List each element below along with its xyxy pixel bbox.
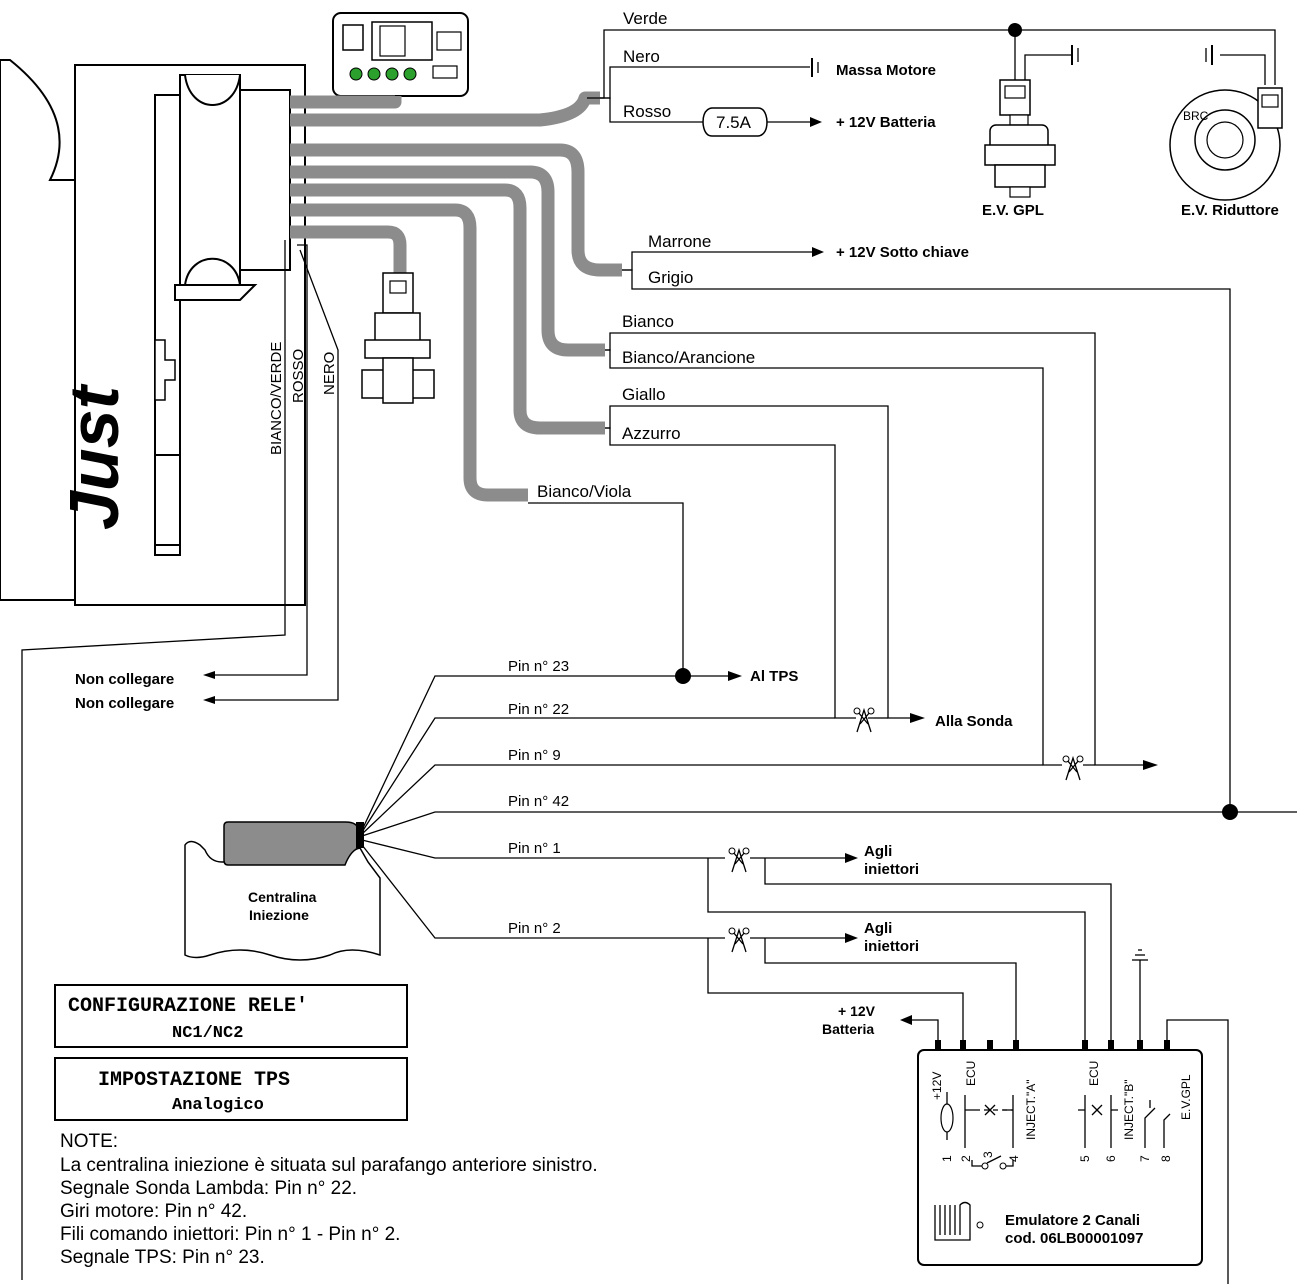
- giallo-azzurro-wires: Giallo Azzurro Alla Sonda: [605, 385, 1013, 730]
- centralina-iniezione: Centralina Iniezione: [184, 821, 381, 961]
- batteria-label: + 12V Batteria: [836, 114, 936, 131]
- scissors-icon-pin1: Agli iniettori: [707, 843, 1112, 1048]
- non-collegare-1: Non collegare: [75, 671, 174, 688]
- note-line-4: Fili comando iniettori: Pin n° 1 - Pin n…: [60, 1224, 400, 1245]
- emu-pin-3: 3: [981, 1151, 995, 1158]
- emu-term-evgpl: E.V.GPL: [1179, 1074, 1193, 1120]
- sonda-label: Alla Sonda: [935, 713, 1013, 730]
- note-line-3: Giri motore: Pin n° 42.: [60, 1201, 247, 1222]
- wire-marrone-label: Marrone: [648, 232, 711, 251]
- iniettori-2-line2: iniettori: [864, 938, 919, 955]
- sensor-connector: [361, 272, 435, 404]
- wire-giallo-label: Giallo: [622, 385, 665, 404]
- batteria-emu-line1: + 12V: [838, 1003, 876, 1019]
- non-collegare-2: Non collegare: [75, 695, 174, 712]
- wire-grigio-label: Grigio: [648, 268, 693, 287]
- config-rele-box: CONFIGURAZIONE RELE' NC1/NC2: [54, 984, 408, 1048]
- centralina-label-1: Centralina: [248, 889, 317, 905]
- note-line-1: La centralina iniezione è situata sul pa…: [60, 1155, 598, 1176]
- config-rele-value: NC1/NC2: [172, 1024, 243, 1043]
- note-line-5: Segnale TPS: Pin n° 23.: [60, 1247, 265, 1268]
- cable-bundles: [290, 91, 622, 502]
- emu-pin-7: 7: [1138, 1155, 1152, 1162]
- bianco-wires: Bianco Bianco/Arancione: [605, 312, 1158, 770]
- ev-riduttore-label: E.V. Riduttore: [1181, 202, 1279, 219]
- emulator-schematic: [940, 1092, 1171, 1170]
- brc-label: BRC: [1183, 109, 1209, 123]
- notes-title: NOTE:: [60, 1131, 118, 1152]
- ev-riduttore: BRC E.V. Riduttore: [1169, 45, 1283, 219]
- pin-23-label: Pin n° 23: [508, 658, 569, 675]
- ecu-brand-logo: Just: [55, 383, 133, 530]
- pin-1-label: Pin n° 1: [508, 840, 561, 857]
- wire-nero-label: Nero: [623, 47, 660, 66]
- iniettori-1-line1: Agli: [864, 843, 892, 860]
- emu-pin-5: 5: [1078, 1155, 1092, 1162]
- switch-panel: [332, 12, 469, 97]
- wire-verde-label: Verde: [623, 9, 667, 28]
- fuse-label: 7.5A: [716, 113, 752, 132]
- emu-term-ecu-b: ECU: [1087, 1061, 1101, 1086]
- wire-label-rosso: ROSSO: [290, 349, 307, 403]
- emu-pin-6: 6: [1104, 1155, 1118, 1162]
- wire-azzurro-label: Azzurro: [622, 424, 681, 443]
- ev-gpl-valve: E.V. GPL: [982, 45, 1079, 219]
- wire-bianco-viola-label: Bianco/Viola: [537, 482, 632, 501]
- top-wires: Verde Nero Rosso Massa Motore 7.5A + 12V…: [587, 9, 1276, 137]
- fuse: 7.5A: [702, 107, 768, 137]
- emulator-code: cod. 06LB00001097: [1005, 1230, 1143, 1247]
- scissors-icon-pin22: [850, 707, 888, 733]
- batteria-emu-line2: Batteria: [822, 1021, 874, 1037]
- config-tps-title: IMPOSTAZIONE TPS: [98, 1069, 290, 1092]
- config-tps-box: IMPOSTAZIONE TPS Analogico: [54, 1057, 408, 1121]
- pin-22-label: Pin n° 22: [508, 701, 569, 718]
- centralina-label-2: Iniezione: [249, 907, 309, 923]
- emulator-name: Emulatore 2 Canali: [1005, 1212, 1140, 1229]
- pin-42-label: Pin n° 42: [508, 793, 569, 810]
- sotto-chiave-label: + 12V Sotto chiave: [836, 244, 969, 261]
- bianco-viola-wire: Bianco/Viola Al TPS: [528, 482, 798, 685]
- wire-bianco-arancione-label: Bianco/Arancione: [622, 348, 755, 367]
- config-tps-value: Analogico: [172, 1096, 264, 1115]
- scissors-icon-pin9: [1055, 755, 1095, 781]
- pin-wires: Pin n° 23 Pin n° 22 Pin n° 9 Pin n° 42 P…: [361, 658, 1297, 939]
- emu-pin-2: 2: [959, 1155, 973, 1162]
- emu-pin-8: 8: [1159, 1155, 1173, 1162]
- pin-9-label: Pin n° 9: [508, 747, 561, 764]
- wire-bianco-label: Bianco: [622, 312, 674, 331]
- just-ecu: Just BIANCO/VERDE ROSSO NERO Non collega…: [0, 59, 339, 1280]
- massa-motore-label: Massa Motore: [836, 62, 936, 79]
- emu-pin-1: 1: [940, 1155, 954, 1162]
- pin-2-label: Pin n° 2: [508, 920, 561, 937]
- tps-label: Al TPS: [750, 668, 798, 685]
- wire-label-nero: NERO: [321, 352, 338, 395]
- marrone-grigio-wires: Marrone + 12V Sotto chiave Grigio: [622, 232, 1231, 812]
- emu-term-12v: +12V: [930, 1072, 944, 1100]
- wire-rosso-label: Rosso: [623, 102, 671, 121]
- iniettori-1-line2: iniettori: [864, 861, 919, 878]
- iniettori-2-line1: Agli: [864, 920, 892, 937]
- heatsink-icon: [934, 1201, 984, 1241]
- scissors-icon-pin2: Agli iniettori: [707, 920, 1017, 1048]
- ev-gpl-label: E.V. GPL: [982, 202, 1044, 219]
- notes: NOTE: La centralina iniezione è situata …: [60, 1131, 598, 1268]
- emu-term-ecu-a: ECU: [964, 1061, 978, 1086]
- emulator-pins: [935, 1040, 1170, 1052]
- emu-pin-4: 4: [1007, 1155, 1021, 1162]
- note-line-2: Segnale Sonda Lambda: Pin n° 22.: [60, 1178, 357, 1199]
- emu-term-inject-a: INJECT."A": [1024, 1079, 1038, 1140]
- emu-term-inject-b: INJECT."B": [1122, 1079, 1136, 1140]
- config-rele-title: CONFIGURAZIONE RELE': [68, 995, 308, 1018]
- emulatore-2-canali: + 12V Batteria +12V ECU INJECT."A" ECU I…: [822, 949, 1229, 1284]
- wire-label-bianco-verde: BIANCO/VERDE: [268, 342, 285, 455]
